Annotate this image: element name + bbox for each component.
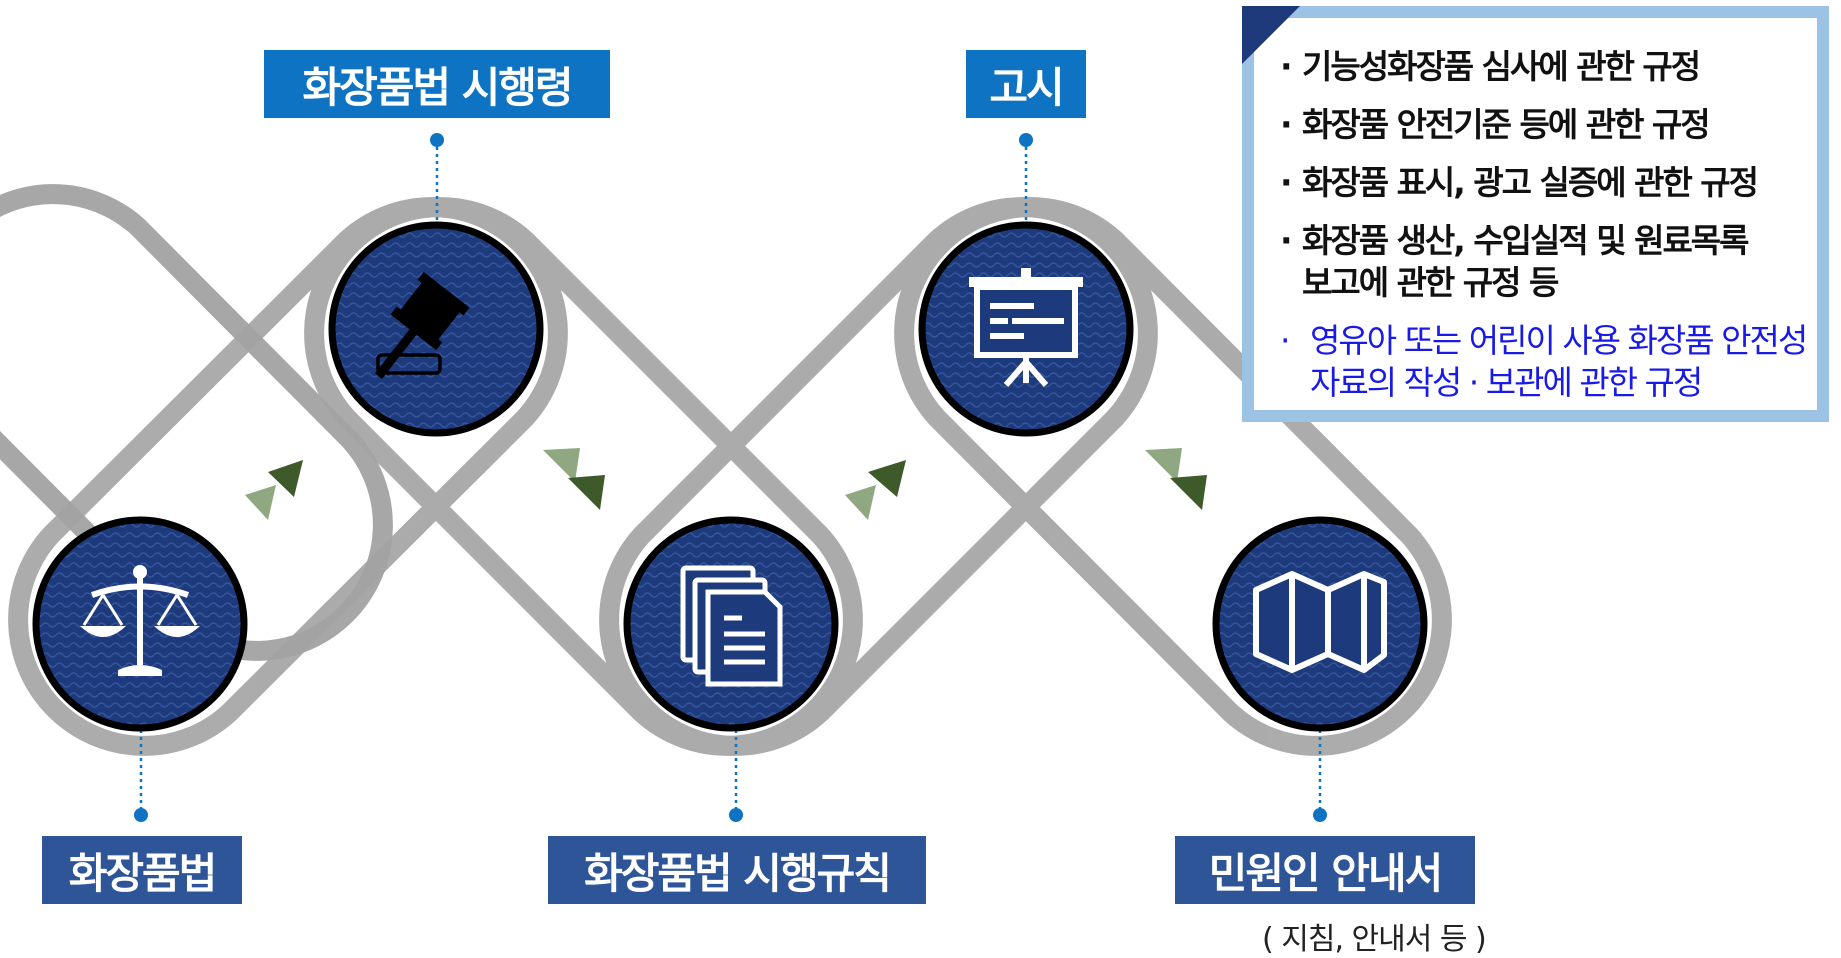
bullet: · xyxy=(1280,321,1291,360)
flow-arrows xyxy=(245,448,1207,520)
arrow-3 xyxy=(845,460,906,520)
label-rule: 화장품법 시행규칙 xyxy=(548,836,926,904)
notice-item-text: 화장품 생산, 수입실적 및 원료목록 보고에 관한 규정 등 xyxy=(1302,221,1750,302)
capsule-links xyxy=(8,197,1452,756)
notice-detail-box: ·기능성화장품 심사에 관한 규정·화장품 안전기준 등에 관한 규정·화장품 … xyxy=(1242,6,1829,422)
bullet: · xyxy=(1280,105,1293,144)
map-icon xyxy=(1253,571,1387,673)
arrow-2 xyxy=(543,448,605,510)
notice-item-text: 기능성화장품 심사에 관한 규정 xyxy=(1302,47,1701,86)
gavel-icon xyxy=(374,271,470,379)
label-guide: 민원인 안내서 xyxy=(1175,836,1475,904)
documents-icon xyxy=(680,565,783,687)
notice-item: ·화장품 안전기준 등에 관한 규정 xyxy=(1280,104,1806,146)
capsule-4 xyxy=(894,197,1452,756)
arrow-1 xyxy=(245,460,303,520)
connectors xyxy=(134,133,1327,822)
label-decree: 화장품법 시행령 xyxy=(264,50,610,118)
label-law: 화장품법 xyxy=(42,836,242,904)
notice-item: · 영유아 또는 어린이 사용 화장품 안전성 자료의 작성 · 보관에 관한 규… xyxy=(1280,320,1808,404)
bullet: · xyxy=(1280,47,1293,86)
presentation-board-icon xyxy=(969,268,1083,387)
notice-item-text: 화장품 안전기준 등에 관한 규정 xyxy=(1302,105,1711,144)
notice-item-text: 화장품 표시, 광고 실증에 관한 규정 xyxy=(1302,163,1759,202)
scale-icon xyxy=(80,565,200,676)
corner-accent xyxy=(1242,6,1300,64)
arrow-4 xyxy=(1145,448,1207,510)
notice-item-list: ·기능성화장품 심사에 관한 규정·화장품 안전기준 등에 관한 규정·화장품 … xyxy=(1280,46,1808,420)
notice-item: ·화장품 생산, 수입실적 및 원료목록 보고에 관한 규정 등 xyxy=(1280,220,1806,304)
notice-item: ·화장품 표시, 광고 실증에 관한 규정 xyxy=(1280,162,1806,204)
notice-item-text: 영유아 또는 어린이 사용 화장품 안전성 자료의 작성 · 보관에 관한 규정 xyxy=(1310,321,1808,402)
notice-item: ·기능성화장품 심사에 관한 규정 xyxy=(1280,46,1806,88)
label-guide-sub: ( 지침, 안내서 등 ) xyxy=(1262,922,1487,957)
label-notice: 고시 xyxy=(966,50,1086,118)
bullet: · xyxy=(1280,221,1293,260)
bullet: · xyxy=(1280,163,1293,202)
